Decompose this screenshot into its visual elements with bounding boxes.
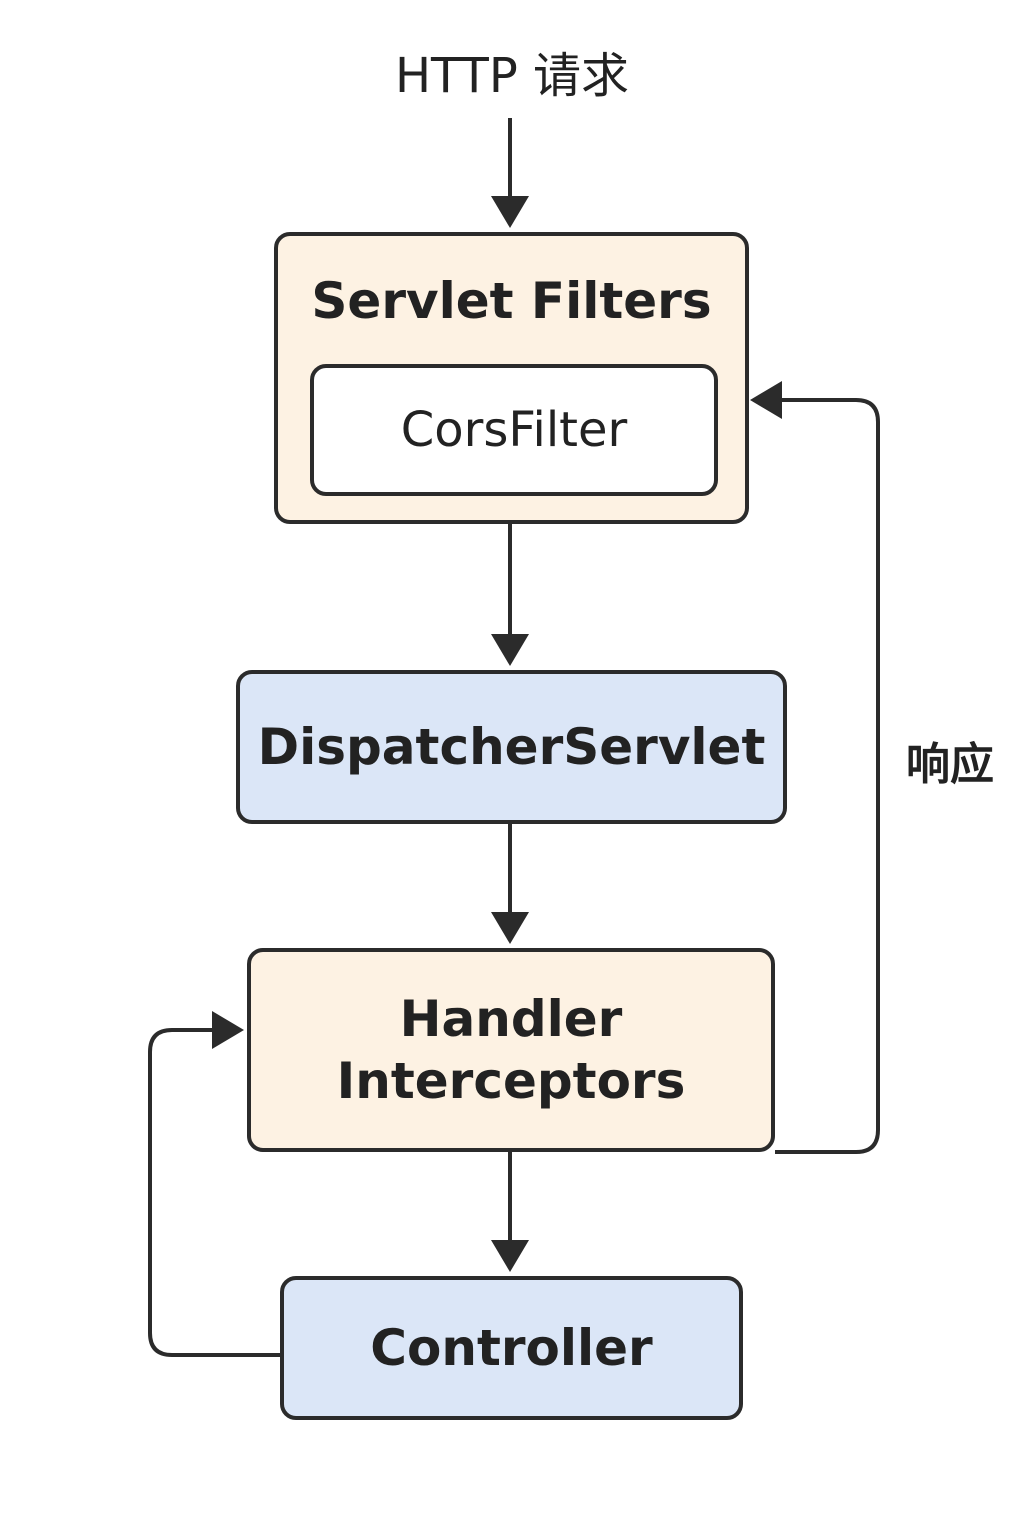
edge-dispatcher-to-interceptors: [491, 824, 529, 944]
http-request-label: HTTP 请求: [394, 48, 630, 104]
handler-interceptors-node[interactable]: Handler Interceptors: [247, 948, 775, 1152]
response-label: 响应: [906, 739, 994, 790]
edge-filters-to-dispatcher: [491, 524, 529, 666]
controller-node[interactable]: Controller: [280, 1276, 743, 1420]
controller-label: Controller: [370, 1318, 653, 1377]
cors-filter-node[interactable]: CorsFilter: [310, 364, 718, 496]
edge-request-to-filters: [491, 118, 529, 228]
dispatcher-servlet-label: DispatcherServlet: [257, 717, 766, 776]
dispatcher-servlet-node[interactable]: DispatcherServlet: [236, 670, 787, 824]
handler-interceptors-label: Handler Interceptors: [336, 989, 686, 1111]
cors-filter-label: CorsFilter: [400, 402, 628, 458]
edge-response-to-filters: [750, 381, 880, 1154]
servlet-filters-label: Servlet Filters: [311, 272, 712, 330]
edge-controller-to-interceptors: [148, 1011, 280, 1357]
edge-interceptors-to-controller: [491, 1152, 529, 1272]
servlet-filters-node[interactable]: Servlet Filters CorsFilter: [274, 232, 749, 524]
